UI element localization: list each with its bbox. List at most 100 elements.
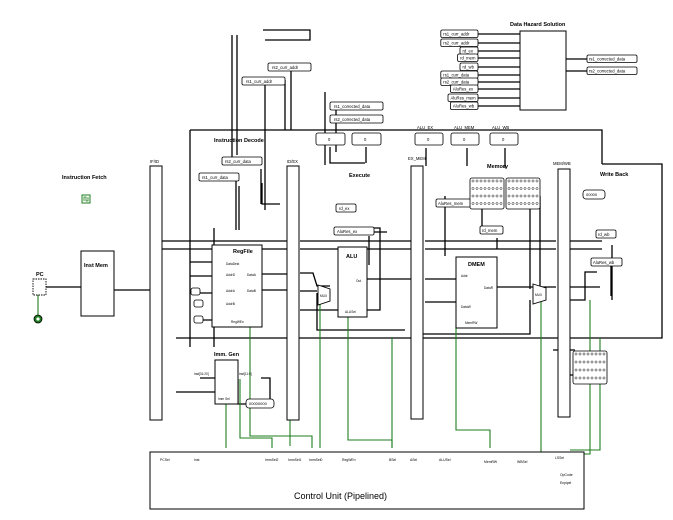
mem-cell xyxy=(527,194,531,198)
data-hazard-unit: Data Hazard Solution rs1_curr_addrrs2_cu… xyxy=(440,22,638,111)
hazard-input-label: rd_ex xyxy=(463,49,474,54)
mem-cell xyxy=(590,368,594,372)
mem-cell xyxy=(479,179,483,183)
mem-cell xyxy=(471,194,475,198)
mem-cell xyxy=(471,202,475,205)
port-addrd: AddrD xyxy=(226,273,236,277)
label-memwb: MEM/WB xyxy=(553,161,571,166)
mux-a-label: MUX xyxy=(320,294,328,298)
mem-cell xyxy=(602,360,606,364)
mem-cell xyxy=(511,179,515,183)
hazard-input-label: AluRes_ex xyxy=(453,87,474,92)
control-signal-label: MemRW xyxy=(484,460,498,464)
hazard-output-label: rs2_corrected_data xyxy=(589,69,626,74)
mem-cell xyxy=(594,352,598,356)
mem-cell xyxy=(487,187,491,190)
label-exmem: EX_MEM xyxy=(408,156,426,161)
imm-port-immsel: Imm Sel xyxy=(218,397,230,401)
mem-cell xyxy=(586,360,590,364)
probe-alu-mem: 0 xyxy=(463,137,466,142)
mem-cell xyxy=(531,202,535,205)
mem-cell xyxy=(511,202,515,205)
mem-cell xyxy=(499,187,503,190)
mem-cell xyxy=(499,179,503,183)
tunnel-rs2-curr-data: rs2_curr_data xyxy=(225,159,252,164)
mem-cell xyxy=(574,368,578,372)
tunnel-rs2-curr-addr-top: rs2_curr_addr xyxy=(272,65,299,70)
label-idex: ID/EX xyxy=(287,159,298,164)
mem-cell xyxy=(519,194,523,198)
alu-a-mux: MUX xyxy=(317,284,331,306)
dmem-port-datar: DataR xyxy=(484,286,494,290)
mem-cell xyxy=(499,202,503,205)
mem-cell xyxy=(487,179,491,183)
mem-cell xyxy=(594,368,598,372)
mem-cell xyxy=(495,187,499,190)
control-signal-label: Enpipel xyxy=(560,481,572,485)
mem-cell xyxy=(519,179,523,183)
mem-cell xyxy=(582,368,586,372)
control-signal-label: ALUSel xyxy=(439,458,451,462)
control-signal-label: ASel xyxy=(410,458,417,462)
label-alu-wb: ALU_WB xyxy=(492,125,509,130)
wb-mux: MUX xyxy=(532,283,547,305)
mem-cell xyxy=(527,179,531,183)
control-signal-label: BSel xyxy=(389,458,396,462)
hazard-input-label: rs1_curr_data xyxy=(443,73,470,78)
tunnel-rs1-curr-addr-top: rs1_curr_addr xyxy=(246,79,273,84)
mem-cell xyxy=(594,360,598,364)
mem-cell xyxy=(523,202,527,205)
hazard-input-label: rs2_curr_data xyxy=(443,80,470,85)
mem-cell xyxy=(471,187,475,190)
probe-exec-b: 0 xyxy=(364,137,367,142)
mem-cell xyxy=(511,187,515,190)
mem-cell xyxy=(507,194,511,198)
hazard-input-label: rd_wb xyxy=(463,65,475,70)
mem-cell xyxy=(531,187,535,190)
mem-cell xyxy=(602,368,606,372)
dmem-label: DMEM xyxy=(468,262,485,268)
pc-register: PC xyxy=(32,272,47,324)
mem-cell xyxy=(535,202,539,205)
tunnel-alures-mem: AluRes_mem xyxy=(438,201,464,206)
mem-cell xyxy=(475,187,479,190)
mem-cell xyxy=(602,376,606,380)
mux-wb-label: MUX xyxy=(535,293,543,297)
dmem-port-dataw: DataW xyxy=(461,305,471,309)
clock-source-icon[interactable] xyxy=(81,194,91,204)
mem-cell xyxy=(531,194,535,198)
port-dataa: DataA xyxy=(247,273,257,277)
regfile-label: RegFile xyxy=(233,249,253,255)
mem-cell xyxy=(586,352,590,356)
mem-cell xyxy=(594,376,598,380)
mem-cell xyxy=(523,179,527,183)
mem-cell xyxy=(471,179,475,183)
control-signal-label: RegWEn xyxy=(342,458,356,462)
mem-cell xyxy=(487,202,491,205)
mem-cell xyxy=(590,376,594,380)
mem-cell xyxy=(590,360,594,364)
port-regwen: RegWEn xyxy=(231,320,244,324)
control-signal-label: WBSel xyxy=(517,460,528,464)
tunnel-rd-wb: rd_wb xyxy=(598,232,610,237)
hazard-input-label: rs1_curr_addr xyxy=(443,32,470,37)
mem-cell xyxy=(483,194,487,198)
mem-cell xyxy=(578,376,582,380)
hazard-output-label: rs1_corrected_data xyxy=(589,57,626,62)
mem-cell xyxy=(582,352,586,356)
mem-cell xyxy=(598,360,602,364)
mem-cell xyxy=(598,352,602,356)
mem-cell xyxy=(515,187,519,190)
alu-port-alusel: ALUSel xyxy=(345,310,356,314)
alu-block: ALU Out ALUSel xyxy=(337,246,368,318)
title-memory: Memory xyxy=(487,164,509,170)
dmem-port-addr: Addr xyxy=(461,274,469,278)
mem-cell xyxy=(491,187,495,190)
port-addrb: AddrB xyxy=(226,302,235,306)
mem-cell xyxy=(519,187,523,190)
control-signal-label: OpCode xyxy=(560,473,573,477)
mem-cell xyxy=(483,179,487,183)
mem-cell xyxy=(475,202,479,205)
